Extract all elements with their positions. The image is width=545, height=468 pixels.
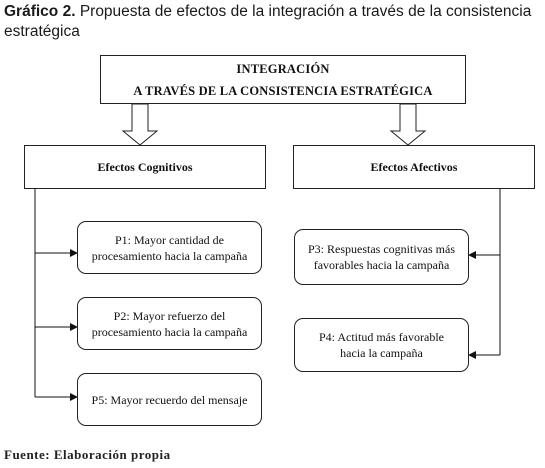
proposition-p2-box: P2: Mayor refuerzo del procesamiento hac… [77, 297, 262, 350]
p3-line-2: favorables hacia la campaña [313, 258, 450, 272]
cognitive-effects-label: Efectos Cognitivos [97, 160, 193, 174]
p2-line-1: P2: Mayor refuerzo del [113, 308, 226, 323]
caption-text: Propuesta de efectos de la integración a… [4, 3, 532, 40]
figure-caption: Gráfico 2. Propuesta de efectos de la in… [4, 2, 544, 42]
caption-prefix: Gráfico 2. [4, 3, 76, 20]
p5-line-1: P5: Mayor recuerdo del mensaje [91, 392, 248, 407]
title-line-2: A TRAVÉS DE LA CONSISTENCIA ESTRATÉGICA [133, 83, 433, 98]
p4-line-1: P4: Actitud más favorable [319, 330, 444, 344]
source-note: Fuente: Elaboración propia [4, 447, 171, 462]
proposition-p3-box: P3: Respuestas cognitivas más favorables… [294, 229, 469, 285]
p3-line-1: P3: Respuestas cognitivas más [308, 242, 455, 256]
cognitive-effects-box: Efectos Cognitivos [24, 145, 266, 189]
p4-line-2: hacia la campaña [340, 346, 423, 360]
p1-line-1: P1: Mayor cantidad de [115, 232, 224, 247]
proposition-p4-box: P4: Actitud más favorable hacia la campa… [294, 318, 469, 372]
affective-effects-label: Efectos Afectivos [370, 160, 458, 174]
p1-line-2: procesamiento hacia la campaña [91, 248, 248, 263]
proposition-p1-box: P1: Mayor cantidad de procesamiento haci… [77, 221, 262, 274]
title-line-1: INTEGRACIÓN [236, 61, 330, 76]
block-arrow-left [121, 103, 159, 146]
block-arrow-right [389, 103, 427, 146]
p2-line-2: procesamiento hacia la campaña [91, 324, 248, 339]
affective-effects-box: Efectos Afectivos [293, 145, 535, 189]
integration-title-box: INTEGRACIÓN A TRAVÉS DE LA CONSISTENCIA … [100, 55, 466, 104]
proposition-p5-box: P5: Mayor recuerdo del mensaje [77, 373, 262, 426]
